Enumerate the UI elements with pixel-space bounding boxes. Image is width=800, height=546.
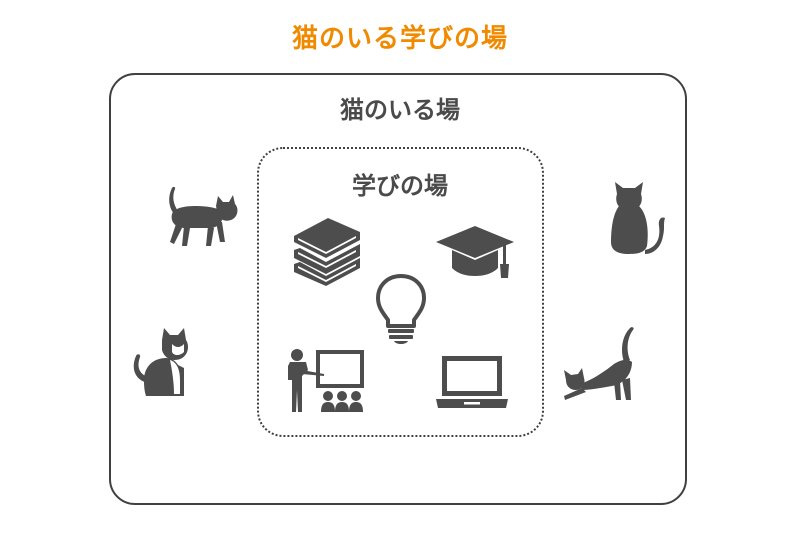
inner-label: 学びの場	[352, 172, 448, 200]
cat-sitting-back-icon	[603, 180, 667, 256]
outer-frame	[109, 73, 687, 505]
cat-sitting-icon	[126, 324, 202, 400]
graduation-cap-icon	[434, 224, 516, 280]
books-icon	[290, 214, 364, 286]
cat-stretching-icon	[562, 322, 640, 402]
cat-walking-icon	[160, 184, 240, 252]
outer-label: 猫のいる場	[340, 96, 460, 124]
inner-frame	[257, 147, 544, 437]
teacher-whiteboard-icon	[286, 346, 366, 416]
laptop-icon	[434, 354, 510, 410]
light-bulb-icon	[374, 272, 428, 346]
page-title: 猫のいる学びの場	[291, 24, 508, 54]
